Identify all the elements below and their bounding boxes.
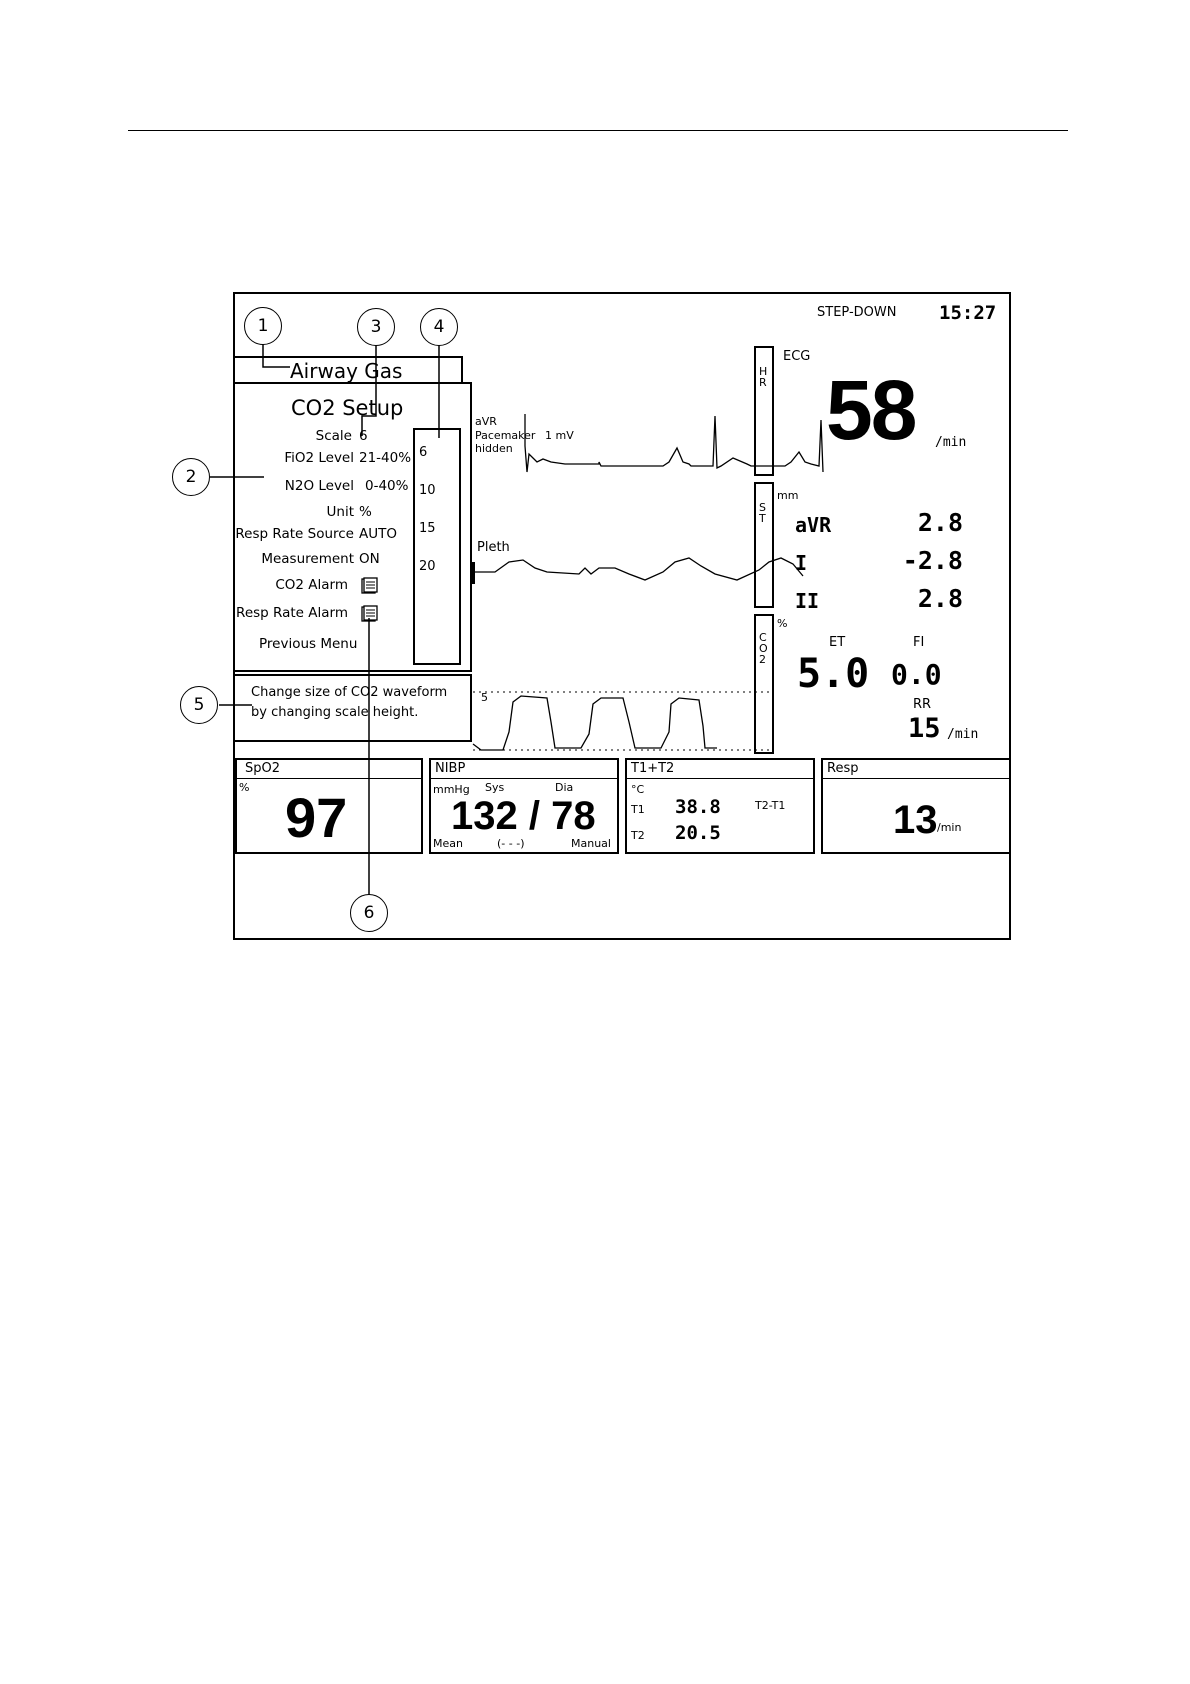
menu-item-previous[interactable]: Previous Menu <box>259 636 358 652</box>
menu-item-fio2-value[interactable]: 21-40% <box>359 450 412 466</box>
temp-unit: °C <box>631 783 645 796</box>
st-lead-name: aVR <box>795 513 832 537</box>
co2-waveform <box>472 691 773 751</box>
ecg-pacemaker-status: hidden <box>475 442 513 455</box>
hr-side-label: HR <box>759 365 768 389</box>
alarm-settings-icon[interactable] <box>361 605 378 622</box>
temp-t2-value: 20.5 <box>675 822 721 844</box>
co2-fi-value: 0.0 <box>891 658 942 691</box>
care-unit-label: STEP-DOWN <box>817 305 897 320</box>
nibp-value: 132 / 78 <box>451 794 596 838</box>
hr-value: 58 <box>826 363 917 457</box>
menu-item-resp-alarm-label[interactable]: Resp Rate Alarm <box>236 605 348 621</box>
co2-unit: % <box>777 617 788 630</box>
hr-side-tab[interactable]: HR <box>754 346 774 476</box>
spo2-title: SpO2 <box>245 761 281 776</box>
co2-scale-mark: 5 <box>481 691 488 704</box>
st-lead-value: -2.8 <box>902 546 963 575</box>
menu-item-n2o-value[interactable]: 0-40% <box>365 478 409 494</box>
st-unit: mm <box>777 489 799 502</box>
scale-option[interactable]: 10 <box>419 483 436 498</box>
ecg-pacemaker-label: Pacemaker <box>475 429 536 442</box>
monitor-screen: STEP-DOWN 15:27 Airway Gas CO2 Setup Sca… <box>233 292 1011 940</box>
ecg-waveform <box>524 414 824 473</box>
resp-tile[interactable]: Resp 13 /min <box>821 758 1011 854</box>
menu-item-n2o-label[interactable]: N2O Level <box>284 478 354 494</box>
callout-marker: 3 <box>357 308 395 346</box>
nibp-dia-label: Dia <box>555 781 574 794</box>
resp-title: Resp <box>827 761 859 776</box>
temp-title: T1+T2 <box>631 761 675 776</box>
temp-diff-label: T2-T1 <box>755 799 786 812</box>
co2-et-value: 5.0 <box>797 651 870 697</box>
callout-marker: 6 <box>350 894 388 932</box>
nibp-mean-value: (- - -) <box>497 837 525 850</box>
breadcrumb[interactable]: Airway Gas <box>233 356 463 384</box>
page-header-rule <box>128 130 1068 131</box>
st-lead-name: I <box>795 551 808 575</box>
pleth-label: Pleth <box>477 540 510 555</box>
st-lead-name: II <box>795 589 820 613</box>
menu-item-resp-source-value[interactable]: AUTO <box>359 526 397 542</box>
ecg-gain-label: 1 mV <box>545 429 574 442</box>
nibp-sys-label: Sys <box>485 781 505 794</box>
scale-option[interactable]: 20 <box>419 559 436 574</box>
menu-item-scale-label[interactable]: Scale <box>315 428 352 444</box>
clock: 15:27 <box>939 302 997 324</box>
callout-marker: 1 <box>244 307 282 345</box>
ecg-lead-label: aVR <box>475 415 497 428</box>
menu-item-co2-alarm-label[interactable]: CO2 Alarm <box>275 577 348 593</box>
co2-fi-label: FI <box>913 635 925 650</box>
menu-item-measurement-label[interactable]: Measurement <box>261 551 354 567</box>
co2-side-label: CO2 <box>759 631 768 666</box>
nibp-mean-label: Mean <box>433 837 463 850</box>
callout-marker: 4 <box>420 308 458 346</box>
menu-item-unit-label[interactable]: Unit <box>326 504 354 520</box>
callout-marker: 2 <box>172 458 210 496</box>
st-lead-value: 2.8 <box>917 584 963 613</box>
temp-t1-label: T1 <box>631 803 645 816</box>
resp-unit: /min <box>937 821 962 834</box>
menu-item-fio2-label[interactable]: FiO2 Level <box>284 450 354 466</box>
callout-marker: 5 <box>180 686 218 724</box>
alarm-settings-icon[interactable] <box>361 577 378 594</box>
co2-side-tab[interactable]: CO2 <box>754 614 774 754</box>
help-line-2: by changing scale height. <box>251 705 419 720</box>
nibp-title: NIBP <box>435 761 466 776</box>
co2-rr-unit: /min <box>947 727 979 742</box>
help-text-box: Change size of CO2 waveform by changing … <box>233 674 472 742</box>
nibp-unit: mmHg <box>433 783 470 796</box>
scale-options-list: 6 10 15 20 <box>413 428 461 665</box>
scale-option[interactable]: 6 <box>419 445 428 460</box>
pleth-marker <box>471 562 475 584</box>
nibp-mode: Manual <box>571 837 611 850</box>
st-side-tab[interactable]: ST <box>754 482 774 608</box>
spo2-value: 97 <box>285 786 348 849</box>
menu-item-resp-source-label[interactable]: Resp Rate Source <box>235 526 354 542</box>
spo2-unit: % <box>239 781 250 794</box>
st-side-label: ST <box>759 501 766 525</box>
spo2-tile[interactable]: SpO2 % 97 <box>235 758 423 854</box>
scale-option[interactable]: 15 <box>419 521 436 536</box>
menu-item-measurement-value[interactable]: ON <box>359 551 380 567</box>
temp-t2-label: T2 <box>631 829 645 842</box>
co2-rr-value: 15 <box>908 713 941 744</box>
temp-t1-value: 38.8 <box>675 796 721 818</box>
st-lead-value: 2.8 <box>917 508 963 537</box>
co2-rr-label: RR <box>913 697 932 712</box>
breadcrumb-label: Airway Gas <box>290 359 403 383</box>
hr-unit: /min <box>935 435 967 450</box>
hr-source-label: ECG <box>783 349 811 364</box>
menu-item-scale-value[interactable]: 6 <box>359 428 368 444</box>
menu-item-unit-value[interactable]: % <box>359 504 372 520</box>
pleth-waveform <box>475 557 804 581</box>
co2-et-label: ET <box>829 635 846 650</box>
temp-tile[interactable]: T1+T2 °C T1 38.8 T2-T1 T2 20.5 <box>625 758 815 854</box>
resp-value: 13 <box>893 798 938 842</box>
help-line-1: Change size of CO2 waveform <box>251 685 448 700</box>
nibp-tile[interactable]: NIBP mmHg Sys Dia 132 / 78 Mean (- - -) … <box>429 758 619 854</box>
